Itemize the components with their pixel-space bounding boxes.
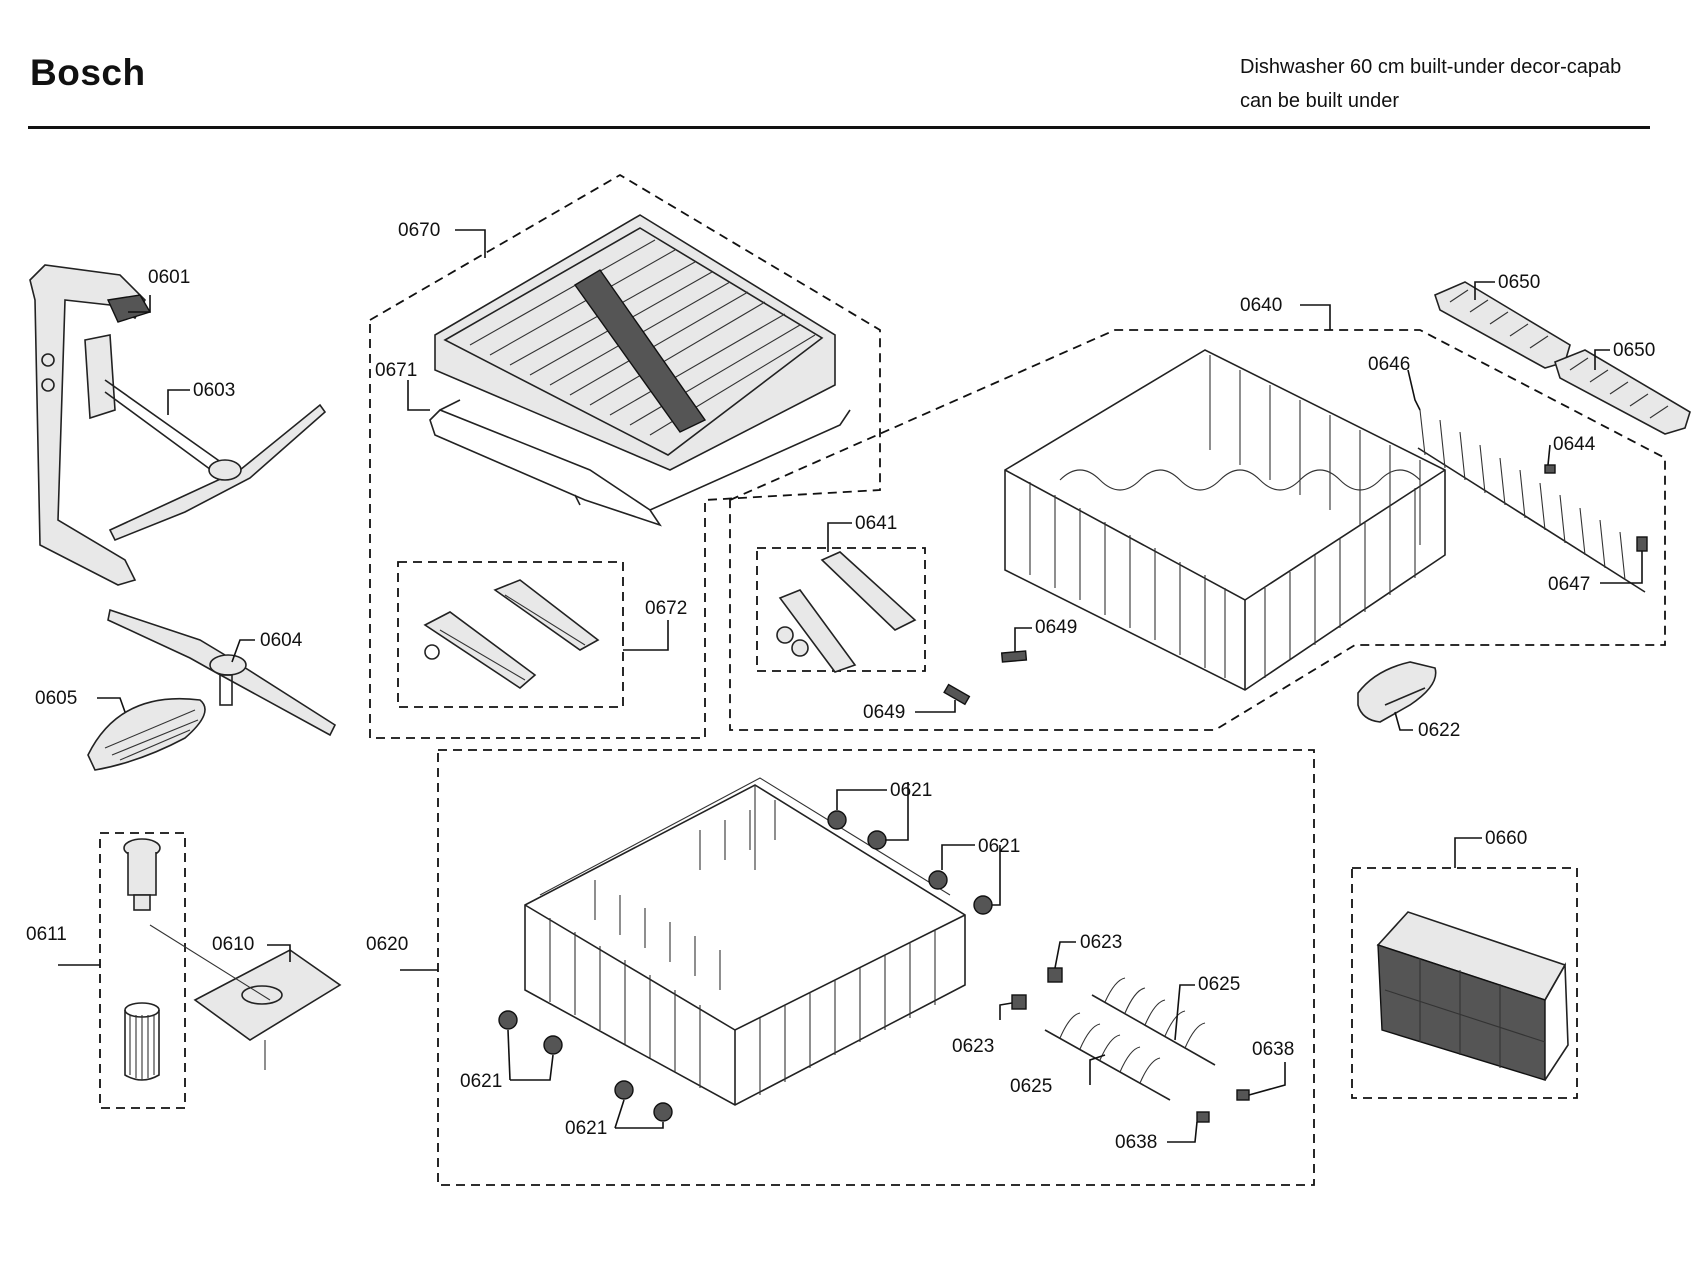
tine-row-part-0625-a [1091, 977, 1216, 1066]
callout-0641: 0641 [855, 513, 897, 534]
filter-cover-part-0605 [87, 697, 206, 771]
group-outline-0672 [397, 561, 624, 708]
callout-0640: 0640 [1240, 295, 1282, 316]
clip-part-0638-b [1196, 1111, 1210, 1123]
callout-0671: 0671 [375, 360, 417, 381]
callout-0638-top: 0638 [1252, 1039, 1294, 1060]
callout-0621-top: 0621 [890, 780, 932, 801]
model-description: Dishwasher 60 cm built-under decor-capab [1240, 56, 1622, 78]
drawer-frame-part-0671 [429, 399, 851, 527]
clip-part-0638-a [1236, 1089, 1250, 1101]
callout-0644: 0644 [1553, 434, 1596, 455]
wheels-part-0621 [498, 810, 993, 1122]
callout-0610: 0610 [212, 934, 254, 955]
basket-wheel-carrier-part-0641 [776, 551, 917, 673]
callout-0621-bottom: 0621 [565, 1118, 607, 1139]
micro-filter-part-0611 [123, 838, 161, 1081]
cutlery-drawer-part-0670 [434, 214, 836, 471]
callout-0603: 0603 [193, 380, 235, 401]
callout-0625-bottom: 0625 [1010, 1076, 1052, 1097]
callout-0621-right: 0621 [978, 836, 1020, 857]
folding-rack-part-0646 [1417, 409, 1646, 593]
callout-0621-left: 0621 [460, 1071, 502, 1092]
cup-shelf-part-0650-a [1434, 281, 1571, 369]
clip-part-0623-b [1011, 994, 1027, 1010]
fine-filter-part-0610 [149, 924, 342, 1070]
drawer-slide-part-0672 [423, 579, 600, 690]
small-part-0644 [1544, 464, 1556, 474]
basket-handle-part-0622 [1357, 661, 1437, 723]
upper-spray-arm-part-0603 [84, 334, 327, 542]
group-outline-0640 [729, 329, 1666, 731]
clip-part-0649-a [1000, 650, 1028, 663]
leader-lines [58, 229, 1643, 1143]
model-description-line2: can be built under [1240, 90, 1400, 112]
brand-title: Bosch [30, 52, 146, 93]
callout-0601: 0601 [148, 267, 190, 288]
callout-0649-bottom: 0649 [863, 702, 905, 723]
group-outline-0641 [756, 547, 926, 672]
callout-0620: 0620 [366, 934, 408, 955]
callout-0647: 0647 [1548, 574, 1590, 595]
callout-0650-b: 0650 [1613, 340, 1655, 361]
tine-row-part-0625-b [1044, 1012, 1171, 1101]
callout-0623-bottom: 0623 [952, 1036, 994, 1057]
callout-0622: 0622 [1418, 720, 1460, 741]
header-divider [28, 126, 1650, 129]
lower-spray-arm-part-0604 [107, 608, 337, 737]
callout-0638-bottom: 0638 [1115, 1132, 1157, 1153]
callout-0670: 0670 [398, 220, 440, 241]
callout-0646: 0646 [1368, 354, 1410, 375]
upper-basket-part-0640 [1004, 349, 1446, 691]
group-outline-0670 [369, 173, 881, 739]
callout-0625-top: 0625 [1198, 974, 1240, 995]
lower-basket-part-0620 [524, 777, 966, 1106]
callout-0650-a: 0650 [1498, 272, 1540, 293]
group-outline-0620 [437, 749, 1315, 1186]
cup-shelf-part-0650-b [1554, 349, 1691, 435]
small-part-0647 [1636, 536, 1648, 552]
spray-pipe-part-0601 [29, 264, 152, 586]
group-outline-0660 [1351, 867, 1578, 1099]
callout-0623-top: 0623 [1080, 932, 1122, 953]
callout-0605: 0605 [35, 688, 77, 709]
callout-0672: 0672 [645, 598, 687, 619]
clip-part-0623-a [1047, 967, 1063, 983]
clip-part-0649-b [943, 683, 971, 706]
callout-0649-top: 0649 [1035, 617, 1077, 638]
callout-0660: 0660 [1485, 828, 1527, 849]
callout-0611: 0611 [26, 924, 67, 945]
cutlery-basket-part-0660 [1376, 911, 1569, 1081]
callout-0604: 0604 [260, 630, 303, 651]
